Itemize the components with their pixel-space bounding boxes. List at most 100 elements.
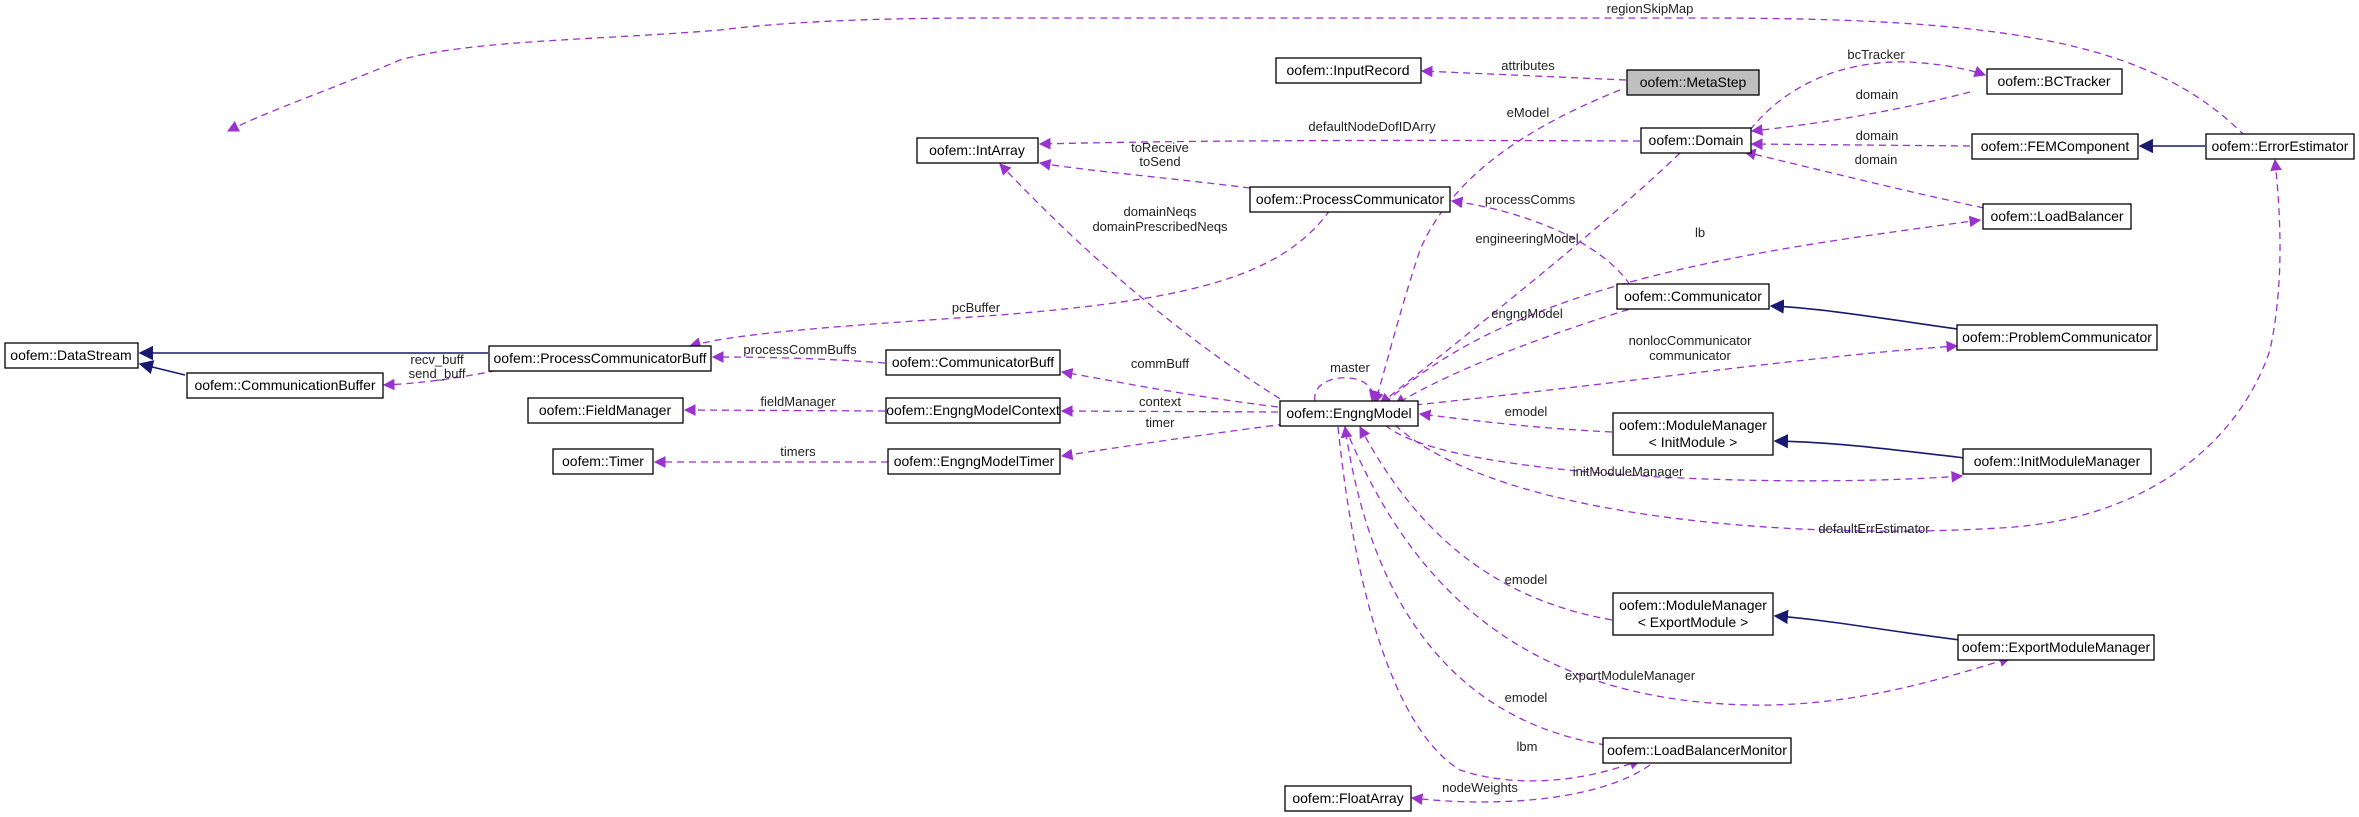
node-domain[interactable]: oofem::Domain [1640, 127, 1752, 154]
edge-label-domainneqs: domainNeqs [1124, 204, 1197, 219]
node-label-problemcommunicator: oofem::ProblemCommunicator [1962, 329, 2152, 345]
edge-lbm [1337, 426, 1642, 782]
edge-label-domain-femcomponent: domain [1856, 128, 1899, 143]
node-communicator[interactable]: oofem::Communicator [1616, 283, 1770, 310]
edge-communicationbuffer-to-datastream [138, 360, 186, 376]
edge-engineeringmodel [1379, 152, 1681, 405]
node-loadbalancer[interactable]: oofem::LoadBalancer [1982, 203, 2132, 230]
node-errorestimator[interactable]: oofem::ErrorEstimator [2205, 133, 2355, 160]
edge-label-commbuff: commBuff [1131, 356, 1190, 371]
edge-label-toreceive: toReceive [1131, 140, 1189, 155]
edge-initmodulemanager [1384, 424, 1964, 483]
node-fieldmanager[interactable]: oofem::FieldManager [527, 397, 684, 424]
edge-timer [1060, 423, 1286, 461]
node-loadbalancermonitor[interactable]: oofem::LoadBalancerMonitor [1602, 737, 1792, 764]
node-bctracker[interactable]: oofem::BCTracker [1986, 68, 2123, 95]
edge-label-emodel-export: emodel [1505, 572, 1548, 587]
edge-domain-bctracker [1750, 91, 1971, 136]
edge-nonloccommunicator [1414, 340, 1959, 406]
edge-emodel-init [1418, 409, 1613, 433]
edge-label-tosend: toSend [1139, 154, 1180, 169]
node-engngmodeltimer[interactable]: oofem::EngngModelTimer [887, 448, 1061, 475]
edge-emodel-metastep [1372, 89, 1621, 405]
edge-lb [1384, 215, 1982, 404]
edge-initmodulemanager-to-modulemanager-init [1773, 434, 1966, 459]
node-communicationbuffer[interactable]: oofem::CommunicationBuffer [186, 372, 384, 399]
usage-edges [226, 17, 2282, 805]
node-label-floatarray: oofem::FloatArray [1292, 790, 1403, 806]
node-label-communicatorbuff: oofem::CommunicatorBuff [892, 354, 1054, 370]
edge-label-nonloccommunicator: nonlocCommunicator [1629, 333, 1753, 348]
node-engngmodel[interactable]: oofem::EngngModel [1279, 400, 1419, 427]
node-intarray[interactable]: oofem::IntArray [916, 137, 1039, 164]
edge-label-timers: timers [780, 444, 816, 459]
node-inputrecord[interactable]: oofem::InputRecord [1275, 57, 1422, 84]
edge-domainneqs [999, 163, 1291, 406]
node-datastream[interactable]: oofem::DataStream [4, 342, 139, 369]
edge-label-lb: lb [1695, 225, 1705, 240]
edge-label-defaultnodedofidarry: defaultNodeDofIDArry [1308, 119, 1436, 134]
node-label-exportmodulemanager: oofem::ExportModuleManager [1962, 639, 2151, 655]
node-communicatorbuff[interactable]: oofem::CommunicatorBuff [885, 349, 1061, 376]
edge-problemcommunicator-to-communicator [1769, 299, 1958, 330]
node-label-engngmodeltimer: oofem::EngngModelTimer [894, 453, 1055, 469]
edge-label-emodel-metastep: eModel [1507, 105, 1550, 120]
edge-defaultnodedofidarry [1038, 137, 1641, 150]
edge-label-communicator: communicator [1649, 348, 1731, 363]
edge-label-recv-buff: recv_buff [410, 352, 464, 367]
node-initmodulemanager[interactable]: oofem::InitModuleManager [1962, 448, 2152, 475]
edge-domain-femcomponent [1750, 138, 1971, 150]
node-label-timer: oofem::Timer [562, 453, 644, 469]
edge-label-nodeweights: nodeWeights [1442, 780, 1518, 795]
edge-regionskipmap [226, 17, 2246, 137]
node-floatarray[interactable]: oofem::FloatArray [1284, 785, 1412, 812]
edge-label-fieldmanager: fieldManager [760, 394, 836, 409]
edge-pcbuffer [688, 209, 1331, 349]
node-label-fieldmanager: oofem::FieldManager [539, 402, 672, 418]
node-problemcommunicator[interactable]: oofem::ProblemCommunicator [1956, 324, 2158, 351]
node-engngmodelcontext[interactable]: oofem::EngngModelContext [885, 397, 1061, 424]
node-label-processcommunicatorbuff: oofem::ProcessCommunicatorBuff [494, 350, 707, 366]
edge-label-initmodulemanager: initModuleManager [1573, 464, 1684, 479]
edge-label-master: master [1330, 360, 1370, 375]
node-label-domain: oofem::Domain [1649, 132, 1744, 148]
node-label-loadbalancermonitor: oofem::LoadBalancerMonitor [1607, 742, 1787, 758]
node-exportmodulemanager[interactable]: oofem::ExportModuleManager [1957, 634, 2155, 661]
edge-label-domainprescribedneqs: domainPrescribedNeqs [1092, 219, 1228, 234]
node-label-intarray: oofem::IntArray [929, 142, 1025, 158]
edge-label-exportmodulemanager: exportModuleManager [1565, 668, 1696, 683]
node-label-datastream: oofem::DataStream [10, 347, 131, 363]
edge-nodeweights [1410, 764, 1651, 805]
edge-label-bctracker: bcTracker [1847, 47, 1905, 62]
node-modulemanager-exportmodule[interactable]: oofem::ModuleManager < ExportModule > [1612, 592, 1774, 636]
edge-exportmodulemanager [1344, 426, 2012, 706]
node-label-processcommunicator: oofem::ProcessCommunicator [1256, 191, 1445, 207]
node-processcommunicatorbuff[interactable]: oofem::ProcessCommunicatorBuff [488, 345, 712, 372]
edge-label-domain-bctracker: domain [1856, 87, 1899, 102]
inheritance-edges [138, 138, 2205, 641]
edge-toreceive-tosend [1038, 159, 1251, 189]
edge-label-timer: timer [1146, 415, 1176, 430]
edge-label-domain-loadbalancer: domain [1855, 152, 1898, 167]
edge-emodel-lbm [1340, 425, 1607, 746]
node-processcommunicator[interactable]: oofem::ProcessCommunicator [1249, 186, 1451, 213]
edge-label-regionskipmap: regionSkipMap [1607, 1, 1694, 16]
edge-label-emodel-lbm: emodel [1505, 690, 1548, 705]
edge-label-emodel-init: emodel [1505, 404, 1548, 419]
node-label-bctracker: oofem::BCTracker [1997, 73, 2110, 89]
node-metastep[interactable]: oofem::MetaStep [1626, 69, 1760, 96]
node-label-femcomponent: oofem::FEMComponent [1981, 138, 2130, 154]
edge-bctracker [1749, 61, 1987, 131]
node-label-metastep: oofem::MetaStep [1640, 74, 1747, 90]
node-femcomponent[interactable]: oofem::FEMComponent [1971, 133, 2139, 160]
edge-defaulterrestimator [1394, 158, 2282, 532]
node-label-modulemanager-export-line1: oofem::ModuleManager [1619, 597, 1767, 613]
node-label-engngmodelcontext: oofem::EngngModelContext [886, 402, 1060, 418]
node-timer[interactable]: oofem::Timer [552, 448, 654, 475]
edge-fieldmanager [683, 404, 886, 416]
edge-domain-loadbalancer [1743, 148, 1985, 209]
edge-attributes [1420, 65, 1627, 81]
edge-master [1314, 377, 1381, 403]
node-modulemanager-initmodule[interactable]: oofem::ModuleManager < InitModule > [1612, 412, 1774, 456]
